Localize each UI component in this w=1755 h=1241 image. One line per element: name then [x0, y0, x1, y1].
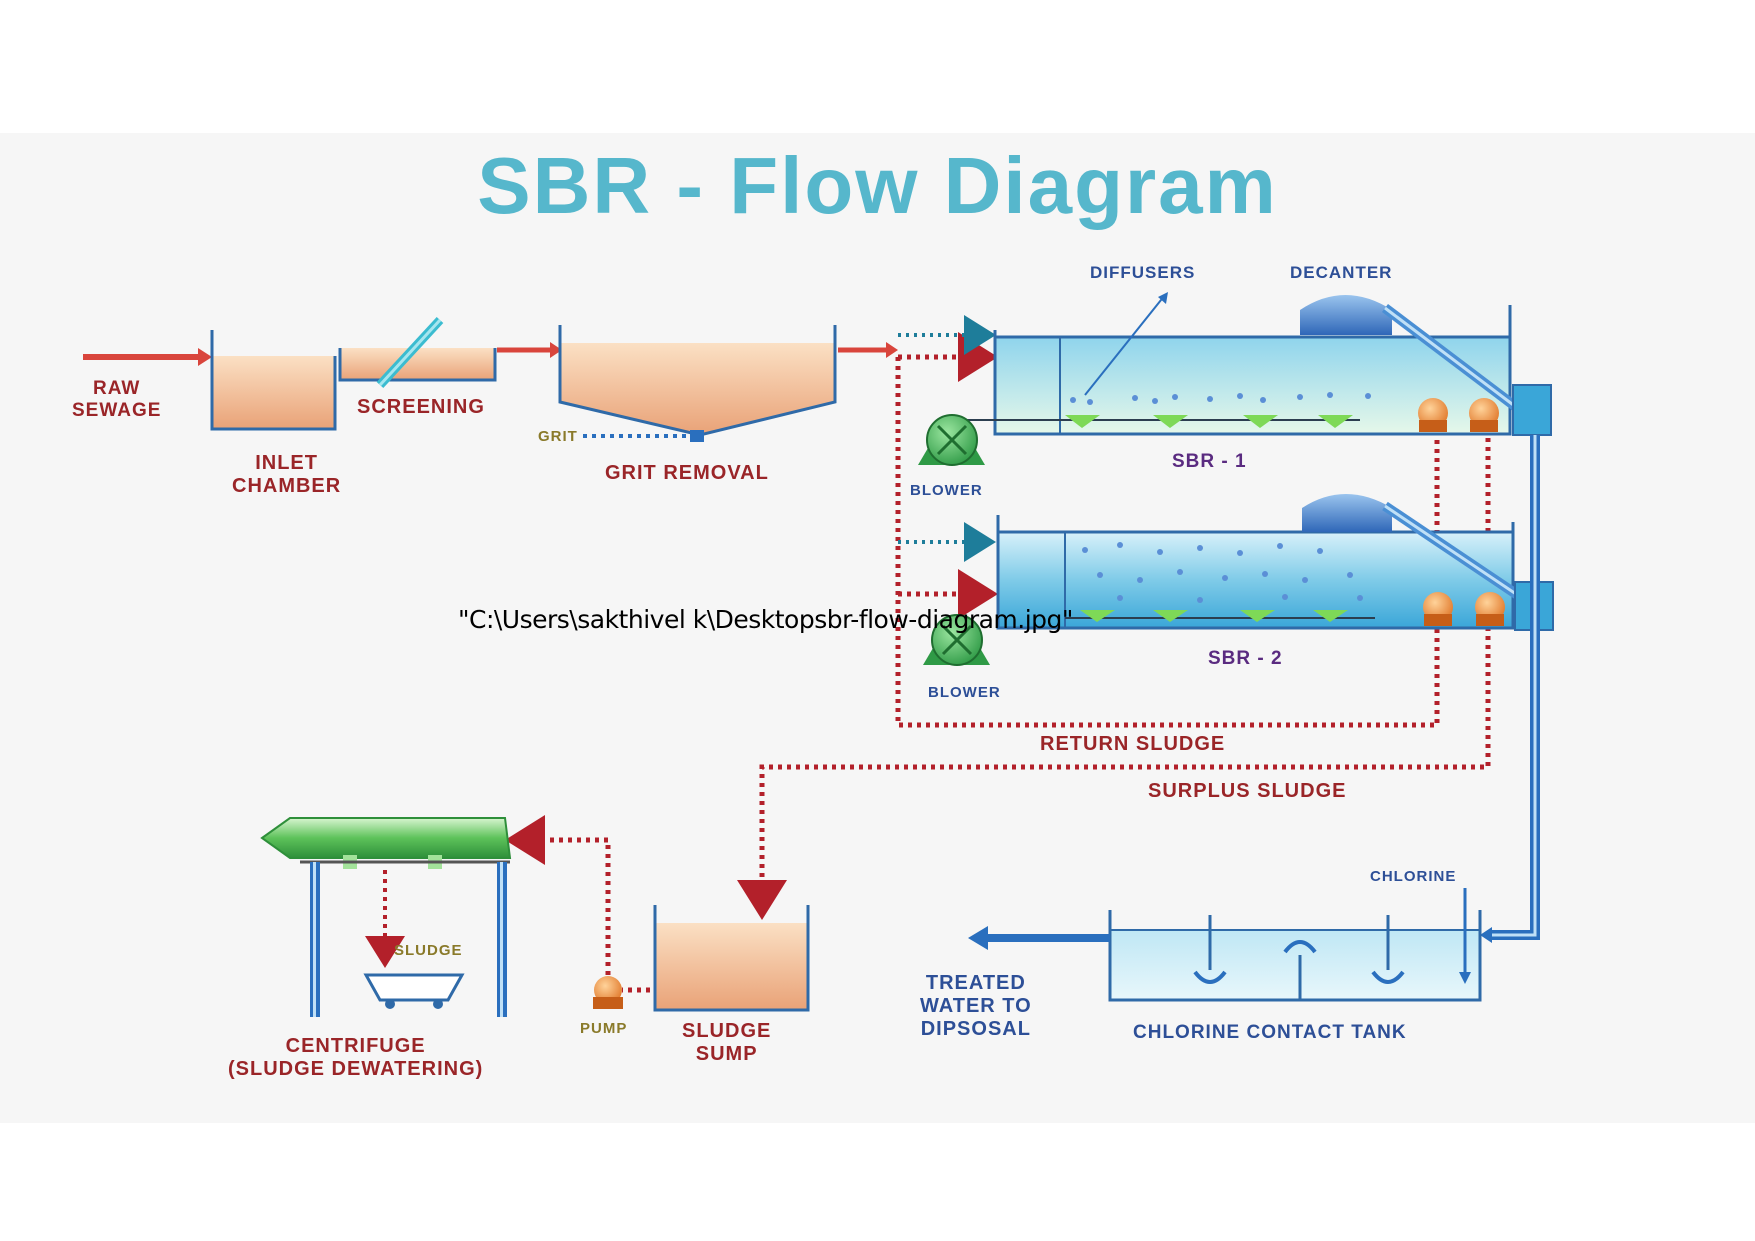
sbr-1-label: SBR - 1 — [1172, 451, 1247, 472]
decant-pipe — [1480, 435, 1540, 943]
chlorine-dosing-line — [1459, 888, 1471, 984]
return-sludge-label: RETURN SLUDGE — [1040, 733, 1226, 755]
sbr-2-pumps — [1423, 592, 1505, 626]
sbr-1-bubbles — [1070, 392, 1371, 405]
centrifuge — [260, 817, 512, 1017]
blower-2 — [923, 614, 990, 666]
treated-water-label: TREATED WATER TO DIPSOSAL — [920, 972, 1032, 1040]
chlorine-label: CHLORINE — [1370, 868, 1457, 885]
sbr-2-bubbles — [1082, 542, 1363, 603]
grit-label: GRIT — [538, 428, 578, 445]
grit-removal-tank — [558, 325, 837, 442]
screening-to-grit-arrow — [497, 342, 562, 358]
grit-to-sbr-arrow — [838, 342, 898, 358]
screening-label: SCREENING — [357, 396, 485, 418]
blower-1 — [918, 414, 985, 466]
grit-removal-label: GRIT REMOVAL — [605, 462, 769, 484]
sludge-label: SLUDGE — [394, 942, 463, 959]
sbr-1-diffusers — [1065, 415, 1353, 428]
chlorine-contact-tank — [1108, 910, 1482, 1002]
decanter-label: DECANTER — [1290, 263, 1393, 282]
sbr-2-diffusers — [1080, 610, 1348, 622]
blower-2-label: BLOWER — [928, 684, 1001, 701]
diffusers-label: DIFFUSERS — [1090, 263, 1196, 282]
diffusers-pointer — [1084, 292, 1168, 396]
blower-1-label: BLOWER — [910, 482, 983, 499]
treated-water-outlet-arrow — [968, 926, 1110, 950]
raw-sewage-arrow — [83, 348, 212, 366]
chlorine-contact-tank-label: CHLORINE CONTACT TANK — [1133, 1022, 1407, 1043]
pump-label: PUMP — [580, 1020, 628, 1037]
air-supply-lines — [898, 315, 996, 562]
sludge-sump-tank — [653, 905, 810, 1012]
decanter-2 — [1302, 494, 1554, 631]
sbr-2-label: SBR - 2 — [1208, 648, 1283, 669]
screening-channel — [338, 316, 497, 389]
sump-to-centrifuge-line — [505, 815, 650, 993]
raw-sewage-label: RAW SEWAGE — [72, 378, 162, 421]
page-title: SBR - Flow Diagram — [477, 141, 1278, 230]
sludge-cart — [363, 973, 465, 1009]
file-path-caption: "C:\Users\sakthivel k\Desktopsbr-flow-di… — [458, 605, 1073, 634]
centrifuge-label: CENTRIFUGE (SLUDGE DEWATERING) — [228, 1035, 484, 1080]
decanter-1 — [1300, 295, 1552, 436]
surplus-sludge-label: SURPLUS SLUDGE — [1148, 780, 1347, 802]
inlet-chamber-label: INLET CHAMBER — [232, 452, 342, 497]
sump-pump — [593, 976, 623, 1009]
sbr-1-pumps — [1418, 398, 1499, 432]
sludge-sump-label: SLUDGE SUMP — [682, 1020, 772, 1065]
inlet-chamber-tank — [210, 330, 337, 431]
